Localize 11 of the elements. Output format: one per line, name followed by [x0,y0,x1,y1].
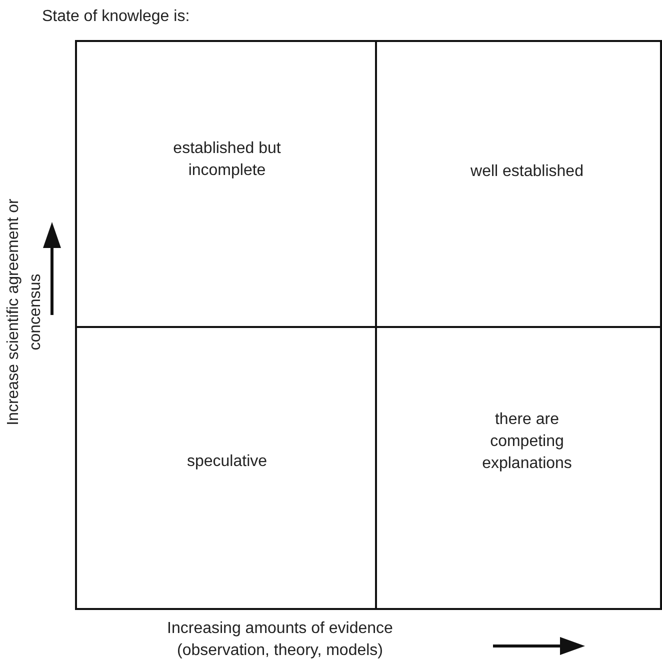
matrix-quadrant [375,40,662,328]
title: State of knowlege is: [42,8,190,26]
quadrant-label: established but incomplete [172,139,282,181]
quadrant-label: there are competing explanations [481,410,573,474]
quadrant-label: speculative [186,452,268,472]
matrix-quadrant [75,326,377,610]
matrix-quadrant [375,326,662,610]
x-axis-label: Increasing amounts of evidence (observation, theory, models) [166,619,394,661]
quadrant-label: well established [470,162,584,182]
matrix-quadrant [75,40,377,328]
y-axis-label: Increase scientific agreement or concensus [4,198,45,428]
